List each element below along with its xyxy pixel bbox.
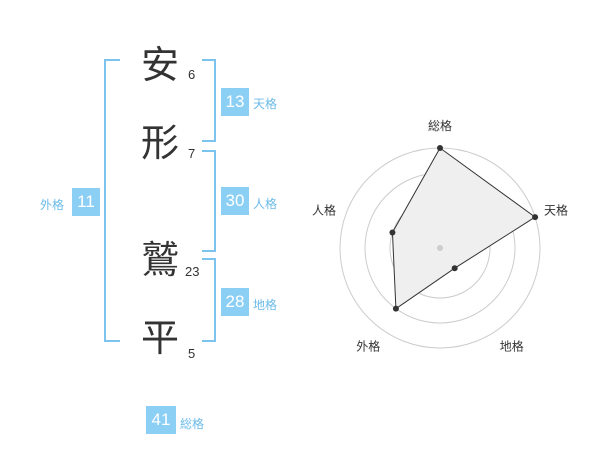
stroke-count-3: 23: [185, 264, 200, 279]
radar-point-5: [389, 229, 396, 236]
stroke-count-1: 6: [188, 67, 196, 82]
jinkaku-bracket: [202, 150, 216, 252]
gaikaku-value: 11: [72, 188, 100, 216]
radar-center-dot: [437, 245, 443, 251]
name-char-3: 鷲: [141, 238, 180, 282]
chikaku-bracket: [202, 258, 216, 342]
radar-axis-label-5: 人格: [312, 202, 336, 217]
name-char-2: 形: [141, 121, 180, 165]
stroke-count-2: 7: [188, 146, 196, 161]
tenkaku-label: 天格: [253, 97, 278, 111]
radar-point-1: [437, 145, 443, 151]
soukaku-value: 41: [146, 406, 176, 434]
jinkaku-value: 30: [221, 187, 249, 215]
radar-axis-label-4: 外格: [356, 339, 380, 354]
soukaku-label: 総格: [180, 417, 205, 431]
radar-point-3: [451, 265, 458, 272]
gaikaku-label: 外格: [40, 198, 65, 212]
radar-point-2: [532, 214, 539, 221]
tenkaku-value: 13: [221, 88, 249, 116]
stroke-count-4: 5: [188, 346, 196, 361]
name-char-4: 平: [141, 316, 180, 360]
jinkaku-label: 人格: [253, 197, 278, 211]
radar-axis-label-1: 総格: [428, 118, 452, 133]
chikaku-label: 地格: [253, 298, 278, 312]
gaikaku-bracket: [104, 59, 120, 342]
radar-axis-label-3: 地格: [500, 339, 524, 354]
name-char-1: 安: [141, 43, 180, 87]
radar-axis-label-2: 天格: [544, 202, 568, 217]
tenkaku-bracket: [202, 59, 216, 142]
radar-area: [391, 147, 536, 310]
radar-point-4: [392, 305, 399, 312]
chikaku-value: 28: [221, 288, 249, 316]
